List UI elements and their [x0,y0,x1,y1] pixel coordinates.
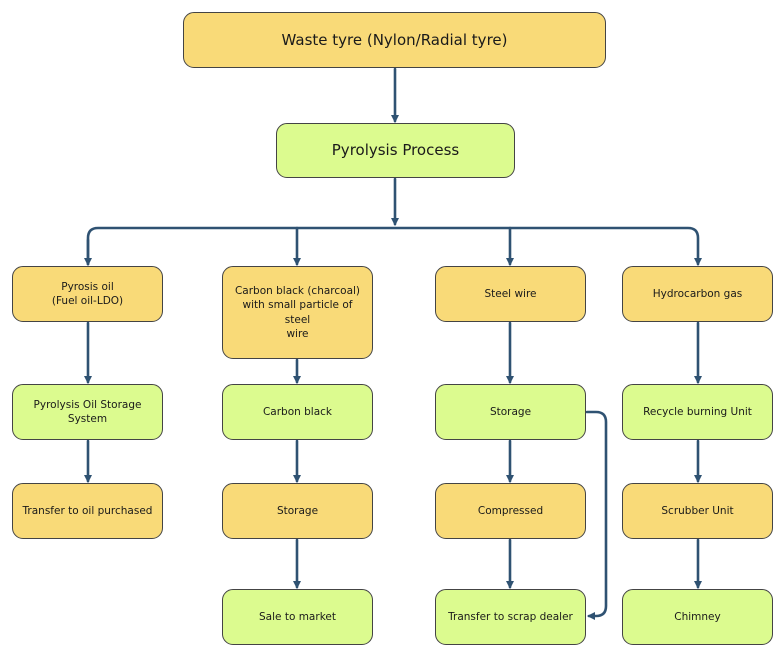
node-chimney: Chimney [622,589,773,645]
node-waste-tyre: Waste tyre (Nylon/Radial tyre) [183,12,606,68]
node-label: Carbon black (charcoal) with small parti… [234,285,361,340]
node-steel-wire: Steel wire [435,266,586,322]
node-label: Carbon black [262,405,333,418]
node-hydrocarbon-gas: Hydrocarbon gas [622,266,773,322]
node-compressed: Compressed [435,483,586,539]
node-transfer-scrap-dealer: Transfer to scrap dealer [435,589,586,645]
node-carbon-black-charcoal: Carbon black (charcoal) with small parti… [222,266,373,359]
node-label: Compressed [477,504,544,517]
node-label: Transfer to oil purchased [22,504,153,517]
node-transfer-oil: Transfer to oil purchased [12,483,163,539]
branch-bus [86,226,702,266]
node-recycle-burning-unit: Recycle burning Unit [622,384,773,440]
node-label: Sale to market [259,610,336,623]
node-label: Storage [489,405,532,418]
node-scrubber-unit: Scrubber Unit [622,483,773,539]
node-label: Recycle burning Unit [643,405,752,418]
node-carbon-black: Carbon black [222,384,373,440]
arrow-storage-bypass-to-scrap [585,410,608,620]
node-steel-storage: Storage [435,384,586,440]
node-label: Steel wire [484,287,537,300]
node-label: Chimney [674,610,721,623]
node-oil-storage-system: Pyrolysis Oil Storage System [12,384,163,440]
node-label: Storage [276,504,319,517]
node-label: Pyrosis oil (Fuel oil-LDO) [51,280,124,307]
node-label: Hydrocarbon gas [652,287,743,300]
node-label: Waste tyre (Nylon/Radial tyre) [281,30,508,49]
node-pyrosis-oil: Pyrosis oil (Fuel oil-LDO) [12,266,163,322]
node-sale-to-market: Sale to market [222,589,373,645]
node-label: Scrubber Unit [661,504,734,517]
node-pyrolysis-process: Pyrolysis Process [276,123,515,178]
node-label: Transfer to scrap dealer [448,610,573,623]
node-carbon-storage: Storage [222,483,373,539]
node-label: Pyrolysis Process [331,141,460,160]
node-label: Pyrolysis Oil Storage System [33,398,142,425]
